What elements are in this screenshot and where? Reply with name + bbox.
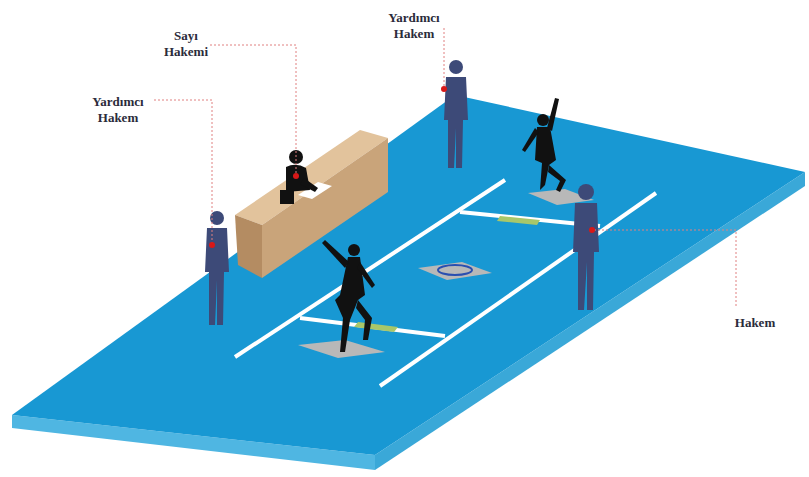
- desk-front: [262, 138, 388, 278]
- platform-top: [12, 95, 805, 455]
- take-off-board: [354, 322, 398, 332]
- leader-line: [154, 28, 736, 308]
- referee-label: Hakem: [735, 315, 775, 331]
- player-figure: [322, 98, 566, 352]
- referee-label: Yardımcı Hakem: [92, 94, 143, 126]
- scorer-figure: [280, 150, 318, 204]
- referee-figure: [205, 60, 599, 325]
- referee-label: Yardımcı Hakem: [388, 10, 439, 42]
- target-ring: [438, 265, 472, 275]
- referee-label: Sayı Hakemi: [164, 28, 208, 60]
- target-square: [418, 262, 492, 280]
- desk-side: [235, 215, 262, 278]
- marker-dot: [209, 86, 595, 248]
- take-off-board: [497, 216, 540, 225]
